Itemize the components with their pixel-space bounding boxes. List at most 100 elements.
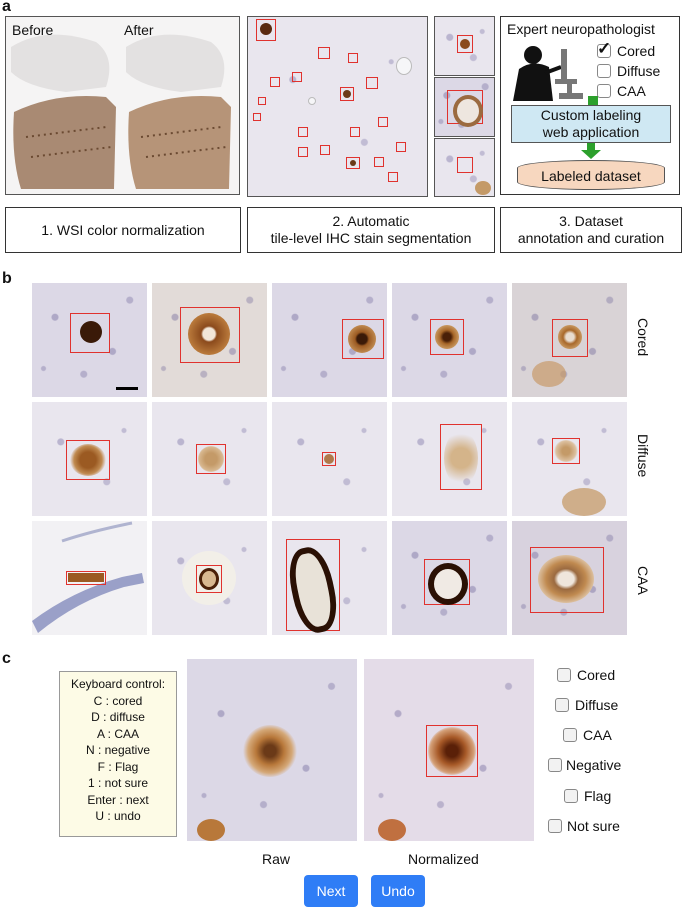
web-app-line1: Custom labeling <box>540 107 642 123</box>
web-app-line2: web application <box>542 124 640 140</box>
raw-label: Raw <box>262 851 291 867</box>
diffuse-example-4 <box>392 402 507 516</box>
option-label-flag[interactable]: Flag <box>584 788 612 804</box>
step2-line1: 2. Automatic <box>332 213 410 229</box>
segmentation-box <box>256 19 276 41</box>
expert-checkbox-diffuse <box>597 64 611 78</box>
step3-line2: annotation and curation <box>517 230 665 246</box>
wsi-normalization-image: Before After <box>5 16 240 195</box>
key-diffuse: D : diffuse <box>91 710 145 724</box>
segmentation-box <box>318 47 330 59</box>
keyboard-control-box: Keyboard control: C : cored D : diffuse … <box>59 671 177 837</box>
segmentation-box <box>298 147 308 157</box>
expert-checkbox-caa <box>597 84 611 98</box>
scale-bar <box>116 387 138 390</box>
panel-letter-c: c <box>2 650 11 667</box>
key-next: Enter : next <box>87 792 149 807</box>
segmentation-box <box>348 53 358 63</box>
keyboard-title: Keyboard control: <box>70 677 166 691</box>
crop-tile-2 <box>434 77 495 137</box>
wsi-slides-drawing <box>11 34 231 189</box>
cored-example-4 <box>392 283 507 397</box>
wsi-before-label: Before <box>12 22 54 38</box>
wsi-after-label: After <box>124 22 154 38</box>
caa-example-1 <box>32 521 147 635</box>
arrow-down-icon <box>588 96 598 106</box>
key-negative: N : negative <box>85 743 151 757</box>
checkbox-not-sure[interactable] <box>548 819 562 833</box>
next-button[interactable]: Next <box>304 875 358 907</box>
cored-example-1 <box>32 283 147 397</box>
key-flag: F : Flag <box>97 759 139 774</box>
key-undo: U : undo <box>95 809 141 823</box>
raw-tile-image <box>187 659 357 841</box>
row-label-cored: Cored <box>635 318 651 357</box>
caa-example-3 <box>272 521 387 635</box>
cored-example-2 <box>152 283 267 397</box>
segmentation-box <box>258 97 266 105</box>
undo-button[interactable]: Undo <box>371 875 425 907</box>
option-label-cored[interactable]: Cored <box>577 667 616 683</box>
plaque-grid <box>32 283 627 638</box>
option-label-caa[interactable]: CAA <box>583 727 612 743</box>
option-label-not-sure[interactable]: Not sure <box>567 818 620 834</box>
expert-title: Expert neuropathologist <box>507 21 655 37</box>
step3-line1: 3. Dataset <box>559 213 623 229</box>
checkbox-negative[interactable] <box>548 758 562 772</box>
checkbox-caa[interactable] <box>563 728 577 742</box>
vessel-drawing <box>32 521 144 633</box>
segmentation-box <box>346 157 360 169</box>
cored-example-3 <box>272 283 387 397</box>
key-not-sure: 1 : not sure <box>87 776 149 790</box>
segmentation-box <box>270 77 280 87</box>
web-application-box: Custom labeling web application <box>511 105 671 143</box>
row-label-diffuse: Diffuse <box>635 434 651 478</box>
checkbox-flag[interactable] <box>564 789 578 803</box>
expert-label-caa: CAA <box>617 83 646 99</box>
expert-label-diffuse: Diffuse <box>617 63 661 79</box>
labeled-dataset-cylinder: Labeled dataset <box>517 160 665 190</box>
checkbox-cored[interactable] <box>557 668 571 682</box>
expert-label-cored: Cored <box>617 43 656 59</box>
segmentation-box <box>396 142 406 152</box>
normalized-label: Normalized <box>408 851 479 867</box>
segmentation-box <box>388 172 398 182</box>
diffuse-example-3 <box>272 402 387 516</box>
panel-letter-a: a <box>2 0 11 15</box>
row-label-caa: CAA <box>635 566 651 595</box>
step1-text: 1. WSI color normalization <box>41 221 205 238</box>
segmentation-tile-image <box>247 16 428 197</box>
labeled-dataset-label: Labeled dataset <box>541 168 641 184</box>
segmentation-box <box>378 117 388 127</box>
normalized-tile-image <box>364 659 534 841</box>
segmentation-box <box>298 127 308 137</box>
segmentation-box <box>253 113 261 121</box>
step2-line2: tile-level IHC stain segmentation <box>270 230 472 246</box>
option-label-negative[interactable]: Negative <box>566 757 622 773</box>
diffuse-example-1 <box>32 402 147 516</box>
caa-example-2 <box>152 521 267 635</box>
expert-checkbox-cored <box>597 44 611 58</box>
diffuse-example-5 <box>512 402 627 516</box>
crop-tile-3 <box>434 138 495 197</box>
arrow-down-icon <box>581 143 601 159</box>
caa-example-5 <box>512 521 627 635</box>
segmentation-box <box>374 157 384 167</box>
diffuse-example-2 <box>152 402 267 516</box>
segmentation-box <box>350 127 360 137</box>
crop-tile-1 <box>434 16 495 76</box>
segmentation-box <box>366 77 378 89</box>
step1-caption: 1. WSI color normalization <box>5 207 241 253</box>
option-label-diffuse[interactable]: Diffuse <box>575 697 619 713</box>
caa-example-4 <box>392 521 507 635</box>
segmentation-box <box>320 145 330 155</box>
checkbox-diffuse[interactable] <box>555 698 569 712</box>
segmentation-box <box>292 72 302 82</box>
expert-annotation-box: Expert neuropathologist ✓ Cored Diffuse … <box>500 16 680 195</box>
microscope-person-icon <box>513 46 583 101</box>
segmentation-box <box>340 87 354 101</box>
panel-letter-b: b <box>2 270 12 287</box>
check-mark-icon: ✓ <box>597 39 612 58</box>
